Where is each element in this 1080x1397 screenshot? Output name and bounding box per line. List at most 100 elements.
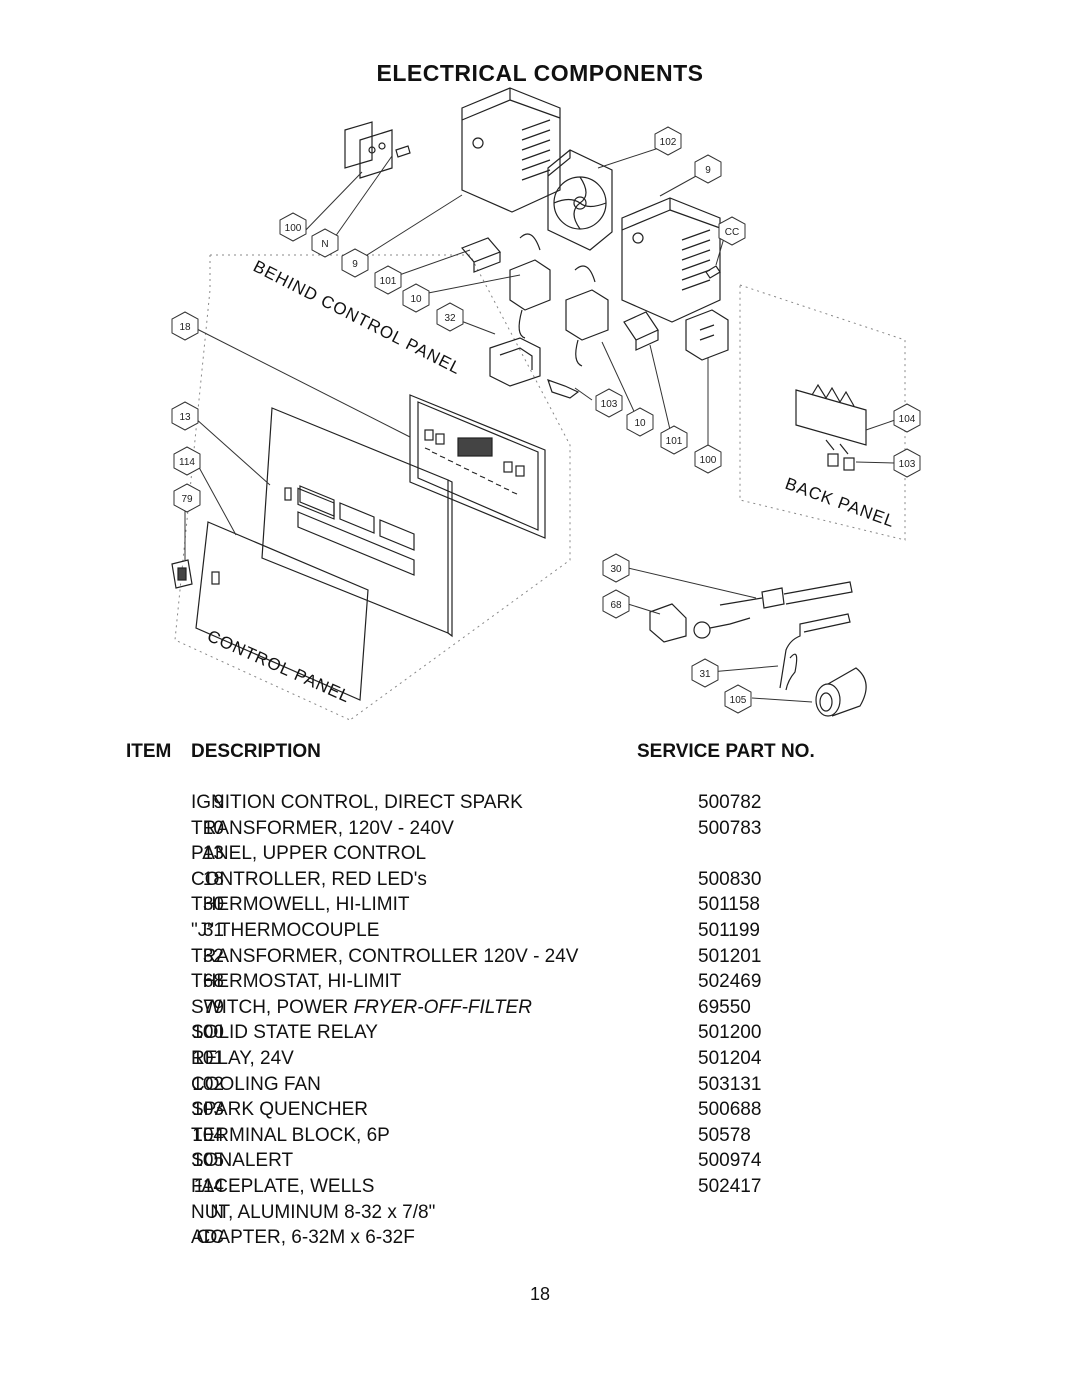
- item-number: 30: [202, 894, 224, 916]
- item-number: 79: [202, 996, 224, 1018]
- item-description: PANEL, UPPER CONTROL: [191, 841, 426, 867]
- item-description: TERMINAL BLOCK, 6P: [191, 1123, 390, 1149]
- callout-label: 18: [179, 322, 191, 333]
- callout-label: 103: [899, 459, 916, 470]
- item-number: 32: [202, 945, 224, 967]
- callout-label: 31: [699, 669, 711, 680]
- callout-label: 104: [899, 414, 916, 425]
- solid-state-relay: [685, 309, 729, 361]
- service-part-number: 500830: [698, 868, 762, 890]
- item-description: THERMOSTAT, HI-LIMIT: [191, 969, 401, 995]
- item-number: 102: [192, 1073, 224, 1095]
- callout-label: 32: [444, 313, 456, 324]
- description-text: CONTROLLER, RED LED's: [191, 868, 427, 890]
- item-description: SPARK QUENCHER: [191, 1097, 368, 1123]
- item-number: 13: [202, 843, 224, 865]
- callout-label: 102: [660, 137, 677, 148]
- sonalert: [815, 667, 867, 717]
- callout-label: 100: [285, 223, 302, 234]
- description-column-header: DESCRIPTION: [191, 741, 321, 762]
- callout-badges: [171, 126, 921, 714]
- terminal-block: [795, 383, 867, 471]
- description-text: "J" THERMOCOUPLE: [191, 919, 380, 941]
- callout-label: 114: [179, 457, 195, 468]
- callout-label: 9: [352, 259, 358, 270]
- description-text: IGNITION CONTROL, DIRECT SPARK: [191, 792, 523, 813]
- description-text: SWITCH, POWER: [191, 996, 354, 1018]
- item-number: 18: [202, 868, 224, 890]
- description-text: THERMOWELL, HI-LIMIT: [191, 894, 410, 916]
- faceplate: [195, 521, 369, 701]
- description-text: SPARK QUENCHER: [191, 1099, 369, 1121]
- controller-transformer: [489, 337, 580, 399]
- service-part-number: 501199: [698, 919, 760, 941]
- item-column-header: ITEM: [126, 741, 172, 762]
- item-description: THERMOWELL, HI-LIMIT: [191, 892, 410, 918]
- service-part-number: 69550: [698, 996, 751, 1018]
- item-description: IGNITION CONTROL, DIRECT SPARK: [191, 790, 523, 816]
- service-part-number: 500974: [698, 1150, 762, 1172]
- callout-label: 101: [666, 436, 683, 447]
- service-part-number: 501200: [698, 1022, 762, 1044]
- service-part-number: 500782: [698, 792, 762, 813]
- item-number: 68: [202, 971, 224, 993]
- thermostat: [649, 603, 751, 643]
- callout-label: 103: [601, 399, 618, 410]
- back-panel-outline: [739, 284, 906, 541]
- callout-label: 101: [380, 276, 397, 287]
- item-number: 9: [213, 792, 224, 813]
- power-switch: [171, 559, 193, 589]
- callout-label: 68: [610, 600, 622, 611]
- item-description: TRANSFORMER, CONTROLLER 120V - 24V: [191, 944, 578, 970]
- callout-label: 79: [181, 494, 193, 505]
- service-part-number: 500783: [698, 817, 762, 839]
- item-number: 10: [202, 817, 224, 839]
- item-number: 103: [192, 1099, 224, 1121]
- relay-lower: [623, 311, 659, 351]
- item-number: 105: [192, 1150, 224, 1172]
- item-description: FACEPLATE, WELLS: [191, 1174, 374, 1200]
- item-description: SWITCH, POWER FRYER-OFF-FILTER: [191, 995, 532, 1021]
- callout-label: 100: [700, 455, 717, 466]
- description-text: ADAPTER, 6-32M x 6-32F: [191, 1227, 415, 1249]
- description-text: COOLING FAN: [191, 1073, 321, 1095]
- exploded-parts-diagram: 102 9 CC 100 N 9 101 10 32 18 13 114 79 …: [171, 87, 921, 721]
- upper-control-panel: [261, 407, 453, 638]
- item-number: 31: [202, 919, 224, 941]
- thermocouple: [779, 613, 851, 691]
- description-text: SONALERT: [191, 1150, 294, 1172]
- transformer-left: [509, 233, 551, 339]
- service-part-number: 500688: [698, 1099, 762, 1121]
- callout-label: 30: [610, 564, 622, 575]
- description-text: TRANSFORMER, CONTROLLER 120V - 24V: [191, 945, 579, 967]
- item-number: N: [210, 1201, 224, 1223]
- item-description: NUT, ALUMINUM 8-32 x 7/8": [191, 1200, 435, 1226]
- description-italic-text: FRYER-OFF-FILTER: [353, 996, 532, 1018]
- description-text: PANEL, UPPER CONTROL: [191, 843, 427, 865]
- item-description: TRANSFORMER, 120V - 240V: [191, 816, 454, 842]
- service-part-number: 50578: [698, 1124, 751, 1146]
- item-number: 114: [193, 1175, 224, 1197]
- item-description: SOLID STATE RELAY: [191, 1020, 378, 1046]
- transformer-right: [565, 265, 609, 367]
- service-part-number: 501158: [698, 894, 760, 916]
- item-number: 104: [192, 1124, 224, 1146]
- item-description: COOLING FAN: [191, 1072, 321, 1098]
- description-text: FACEPLATE, WELLS: [191, 1175, 375, 1197]
- description-text: TERMINAL BLOCK, 6P: [191, 1124, 390, 1146]
- adapter-part: [705, 265, 721, 279]
- page-number: 18: [529, 1284, 551, 1304]
- callout-label: CC: [725, 227, 739, 238]
